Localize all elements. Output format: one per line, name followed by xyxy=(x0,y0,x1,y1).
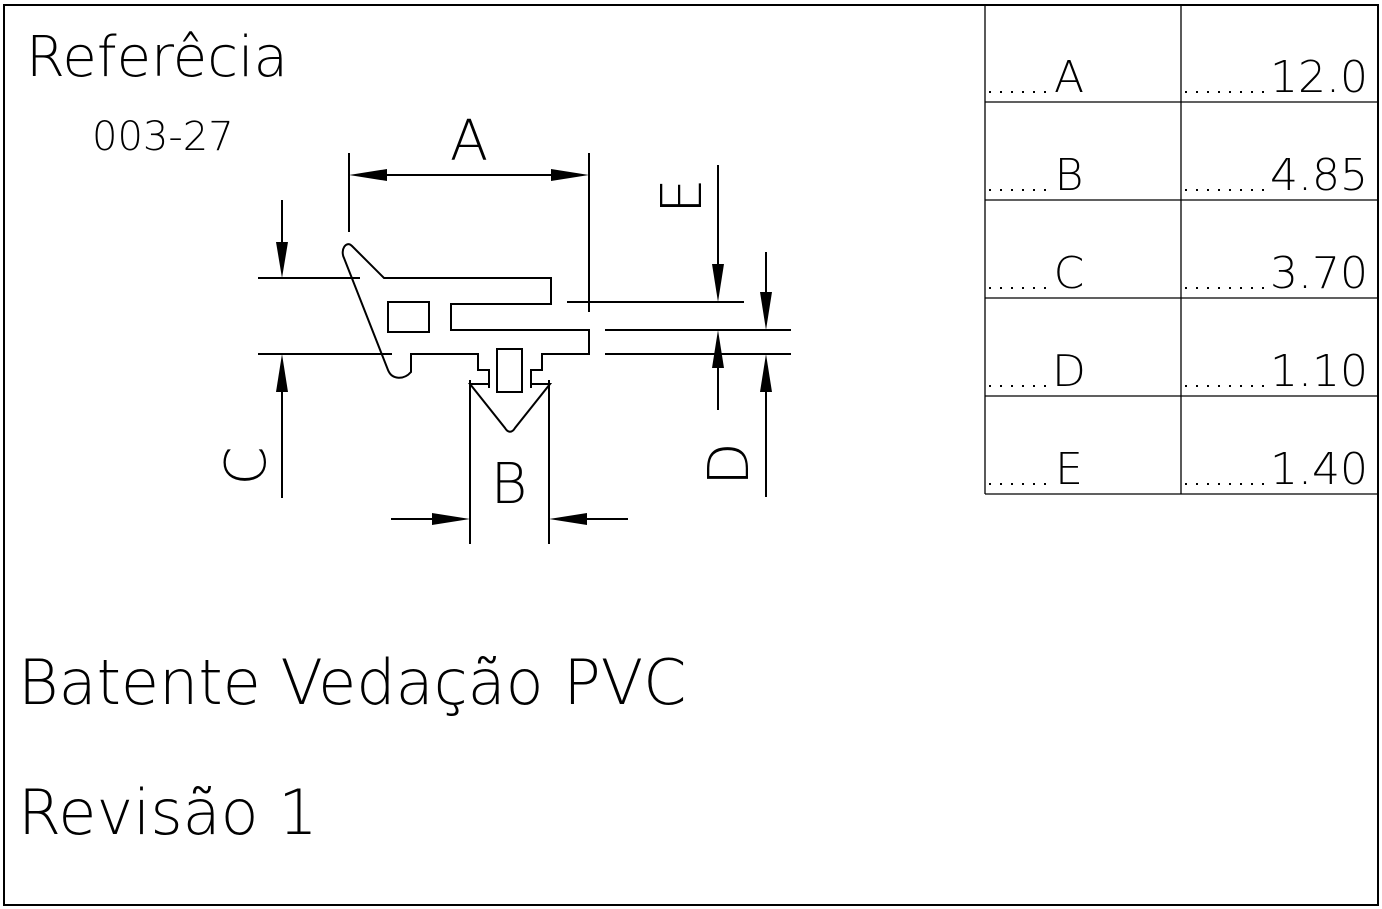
dimension-table: A 12.0B 4.85C 3.70D 1.10E 1.40 xyxy=(984,5,1378,495)
table-key-c: C xyxy=(1054,248,1085,299)
seal-profile xyxy=(258,243,590,433)
dimension-label-c: C xyxy=(214,446,279,485)
dimension-c: C xyxy=(214,200,288,498)
drawing-title: Batente Vedação PVC xyxy=(18,646,686,719)
reference-code: 003-27 xyxy=(92,114,234,160)
dimension-label-a: A xyxy=(450,109,488,174)
table-value-c: 3.70 xyxy=(1270,248,1368,299)
table-value-a: 12.0 xyxy=(1270,52,1368,103)
frame-lines xyxy=(567,301,791,355)
dimension-d: D xyxy=(697,252,772,497)
table-key-b: B xyxy=(1055,150,1084,201)
dimension-label-b: B xyxy=(491,452,528,517)
dimension-b: B xyxy=(391,380,628,544)
table-key-e: E xyxy=(1055,444,1083,495)
table-value-b: 4.85 xyxy=(1270,150,1368,201)
table-value-e: 1.40 xyxy=(1270,444,1368,495)
dimension-label-d: D xyxy=(697,442,762,485)
dimension-a: A xyxy=(348,109,590,312)
reference-label: Referêcia xyxy=(26,25,288,90)
table-key-d: D xyxy=(1052,346,1086,397)
table-value-d: 1.10 xyxy=(1270,346,1368,397)
sheet-border xyxy=(3,4,1379,906)
table-key-a: A xyxy=(1054,52,1084,103)
dimension-e: E xyxy=(650,165,724,410)
dimension-label-e: E xyxy=(650,178,715,213)
revision-label: Revisão 1 xyxy=(18,776,318,849)
